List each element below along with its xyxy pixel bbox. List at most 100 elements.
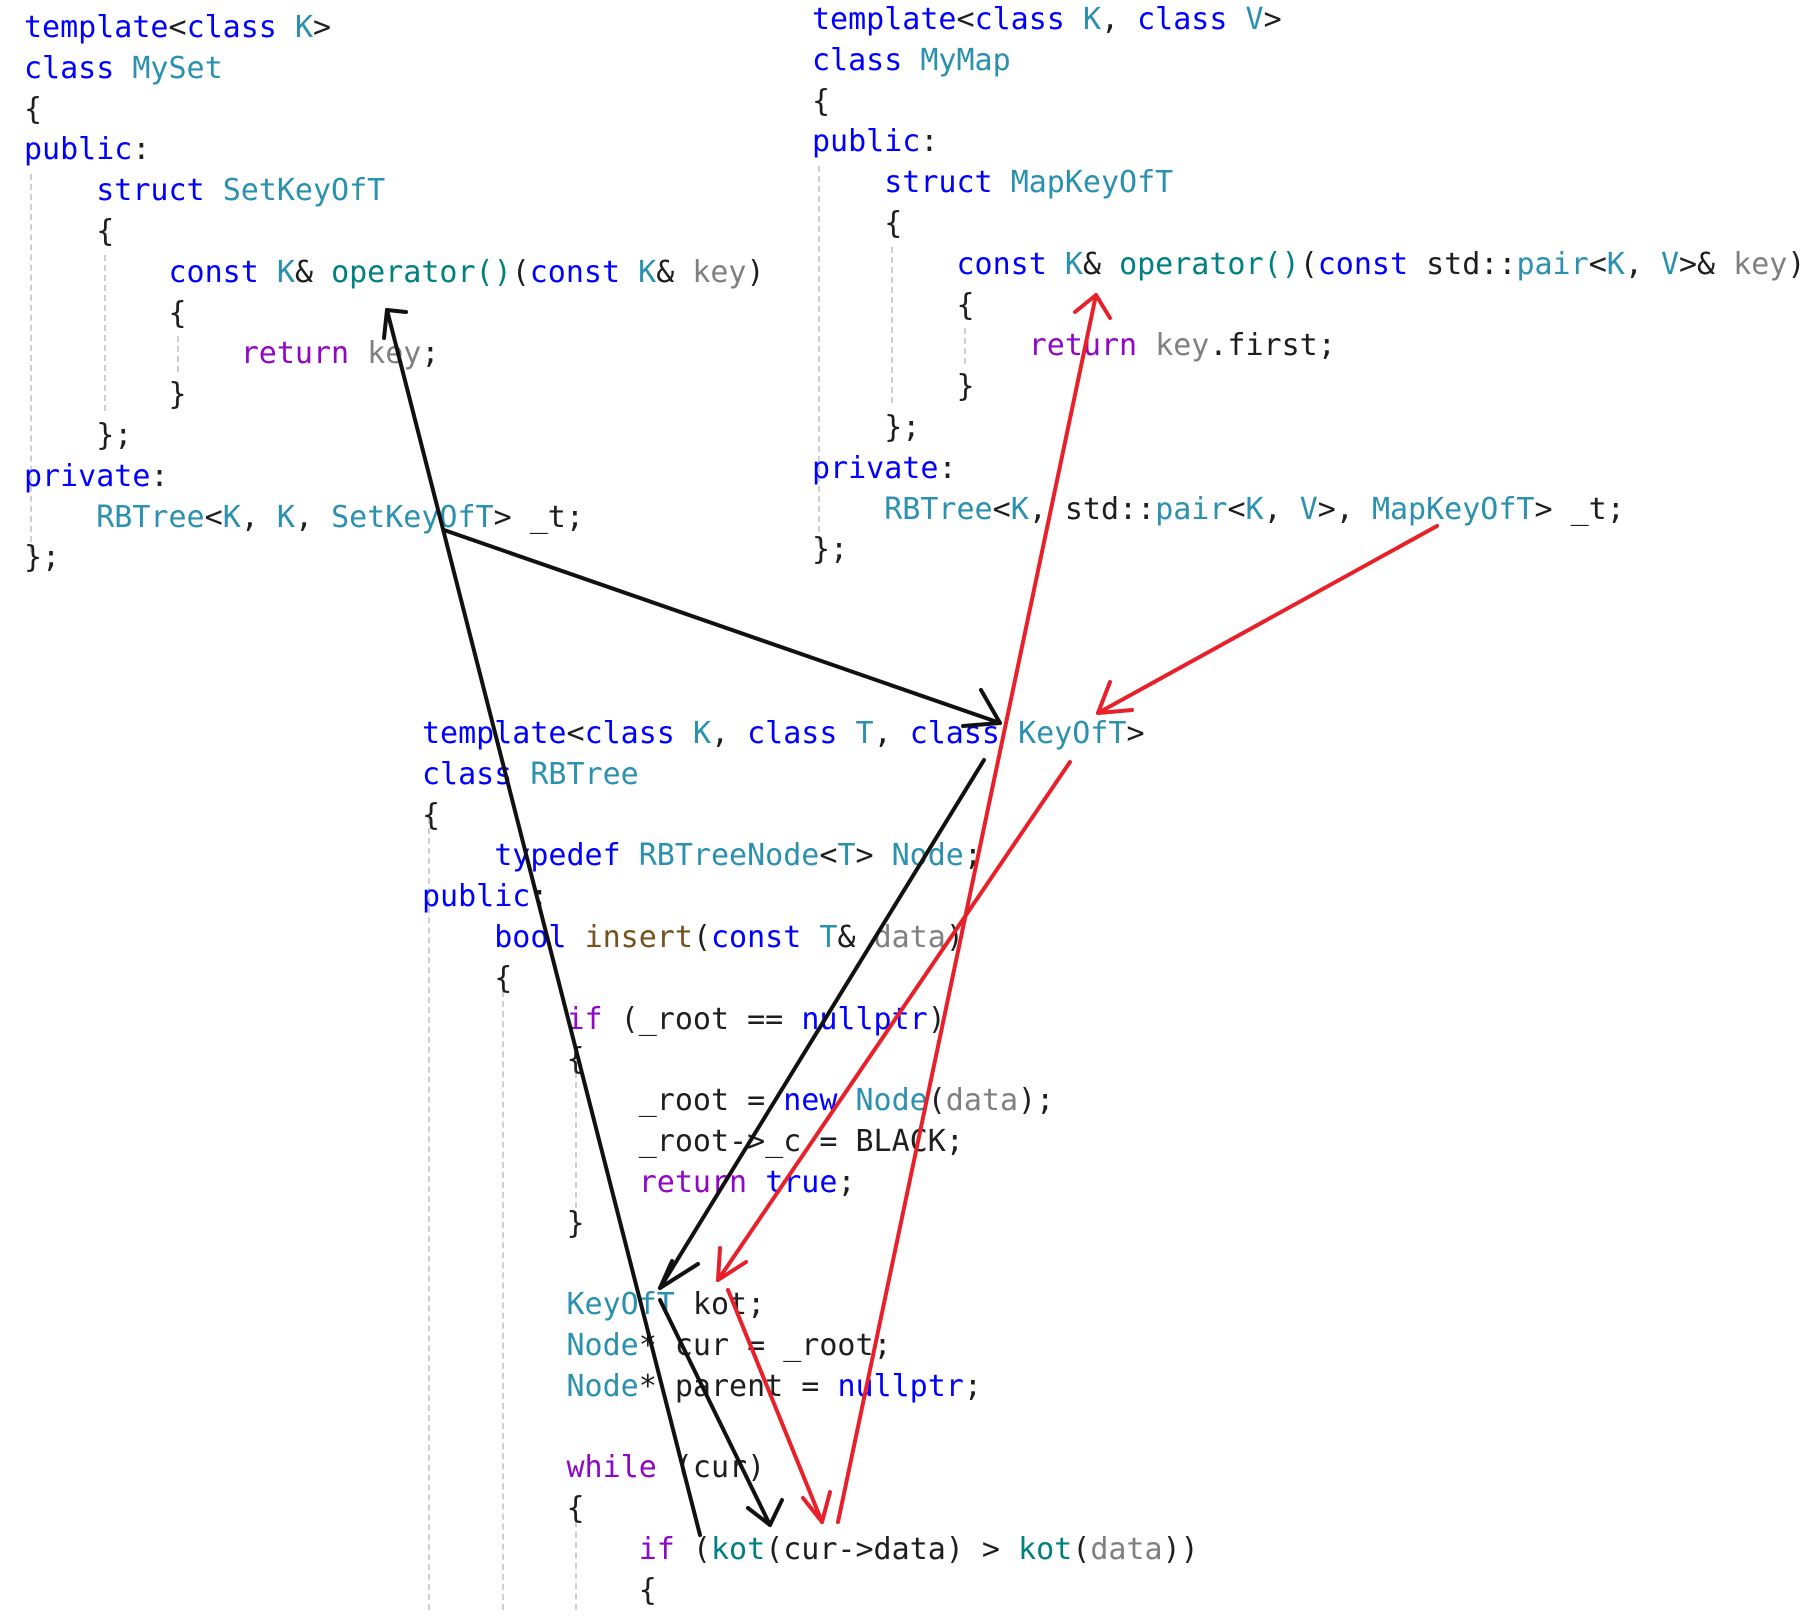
code-token: MySet bbox=[132, 50, 223, 86]
code-token: operator() bbox=[331, 254, 512, 290]
black-arrow-keyoft-to-kot-head bbox=[658, 1259, 700, 1290]
black-arrow-t-to-keyoft-head bbox=[961, 688, 1002, 728]
code-token: MapKeyOfT bbox=[1010, 165, 1174, 201]
code-token: (cur->data) > bbox=[765, 1531, 1019, 1567]
code-token: V bbox=[1660, 246, 1679, 282]
code-token: new bbox=[783, 1083, 838, 1119]
code-token: SetKeyOfT bbox=[222, 173, 386, 209]
code-token: private bbox=[24, 458, 151, 494]
code-token: SetKeyOfT bbox=[331, 499, 494, 535]
code-token: }; bbox=[24, 417, 133, 453]
code-token: ( bbox=[1072, 1531, 1091, 1567]
code-line: while (cur) bbox=[422, 1448, 1199, 1489]
code-token: return bbox=[240, 336, 350, 372]
code-token: template bbox=[24, 10, 169, 45]
code-token: { bbox=[422, 1491, 585, 1527]
code-token: , bbox=[873, 716, 910, 751]
code-token: }; bbox=[24, 540, 61, 576]
code-token: ( bbox=[1299, 246, 1318, 282]
code-token: { bbox=[812, 205, 903, 241]
code-token: Node bbox=[566, 1368, 639, 1404]
code-line: private: bbox=[24, 457, 765, 498]
code-token: K bbox=[294, 10, 313, 45]
indent-guide bbox=[891, 247, 893, 403]
black-arrow-kot-to-call-head bbox=[746, 1498, 784, 1527]
code-token: K bbox=[276, 254, 295, 290]
code-token: K bbox=[222, 499, 241, 535]
indent-guide bbox=[177, 336, 179, 372]
code-token: } bbox=[24, 377, 187, 413]
code-token: } bbox=[812, 369, 975, 405]
code-token: { bbox=[812, 287, 975, 323]
code-line: _root->_c = BLACK; bbox=[422, 1122, 1199, 1163]
indent-guide bbox=[104, 255, 106, 411]
code-line: } bbox=[24, 375, 765, 416]
code-line: return true; bbox=[422, 1163, 1199, 1204]
code-token: data bbox=[1090, 1531, 1163, 1567]
code-token: ; bbox=[421, 336, 440, 372]
code-token: class bbox=[1137, 2, 1228, 37]
code-line: { bbox=[812, 82, 1805, 123]
code-line: { bbox=[422, 1489, 1199, 1530]
code-line: RBTree<K, K, SetKeyOfT> _t; bbox=[24, 498, 765, 539]
code-token: data bbox=[945, 1083, 1019, 1119]
code-token: while bbox=[566, 1450, 657, 1486]
code-token: std:: bbox=[1408, 246, 1517, 282]
code-line: { bbox=[24, 294, 765, 335]
code-token: _root->_c = BLACK; bbox=[422, 1123, 964, 1159]
code-token: Node bbox=[566, 1327, 639, 1363]
red-arrow-call-to-mapkeyoft-operator bbox=[836, 293, 1098, 1524]
code-line: struct MapKeyOfT bbox=[812, 163, 1805, 204]
code-token: .first; bbox=[1209, 328, 1336, 364]
code-token: ( bbox=[511, 254, 530, 290]
code-token: public bbox=[812, 124, 921, 160]
code-token: (cur) bbox=[656, 1450, 766, 1486]
code-token: K bbox=[1245, 491, 1264, 527]
code-token: Node bbox=[855, 1083, 928, 1119]
code-token: , bbox=[240, 499, 277, 535]
code-token: { bbox=[812, 83, 831, 119]
code-token: < bbox=[956, 2, 975, 37]
code-line: { bbox=[812, 204, 1805, 245]
code-token: return bbox=[638, 1164, 748, 1200]
code-token: & bbox=[294, 254, 332, 290]
code-token: const bbox=[168, 254, 259, 290]
code-line: }; bbox=[24, 538, 765, 579]
code-token: if bbox=[638, 1531, 675, 1567]
code-token: nullptr bbox=[801, 1001, 928, 1037]
code-token: < bbox=[1588, 246, 1607, 282]
code-line: }; bbox=[812, 408, 1805, 449]
red-arrow-mapkeyoft-to-keyoft-head bbox=[1096, 680, 1134, 715]
code-token: ( bbox=[692, 919, 711, 955]
red-arrow-kot-to-call-head bbox=[801, 1490, 832, 1524]
code-token: < bbox=[566, 716, 585, 751]
black-arrow-call-to-setkeyoft-operator bbox=[385, 308, 702, 1537]
indent-guide bbox=[575, 1062, 577, 1218]
indent-guide bbox=[30, 174, 32, 552]
code-token: : bbox=[132, 132, 151, 168]
code-line: }; bbox=[24, 416, 765, 457]
code-token: } bbox=[422, 1205, 585, 1241]
code-token: >& bbox=[1679, 246, 1734, 282]
indent-guide bbox=[964, 328, 966, 364]
indent-guide bbox=[575, 1511, 577, 1610]
code-token: : bbox=[150, 458, 169, 494]
red-arrow-kot-to-call bbox=[726, 1288, 824, 1524]
code-token: typedef bbox=[494, 838, 621, 874]
black-arrow-t-to-keyoft bbox=[442, 528, 1002, 725]
code-token: _root = bbox=[422, 1083, 784, 1119]
code-line: typedef RBTreeNode<T> Node; bbox=[422, 836, 1199, 877]
code-line: private: bbox=[812, 449, 1805, 490]
code-token: ; bbox=[963, 1368, 982, 1404]
code-token: ; bbox=[837, 1164, 856, 1200]
code-token: class bbox=[584, 716, 675, 751]
code-token: T bbox=[855, 716, 874, 751]
code-token: class bbox=[24, 50, 115, 86]
code-token: data bbox=[873, 919, 946, 955]
myset-code-block: template<class K>class MySet{public: str… bbox=[24, 8, 765, 579]
code-token: K bbox=[1082, 2, 1101, 37]
code-line: if (kot(cur->data) > kot(data)) bbox=[422, 1530, 1199, 1571]
code-token: , bbox=[711, 716, 748, 751]
code-token: < bbox=[204, 499, 223, 535]
